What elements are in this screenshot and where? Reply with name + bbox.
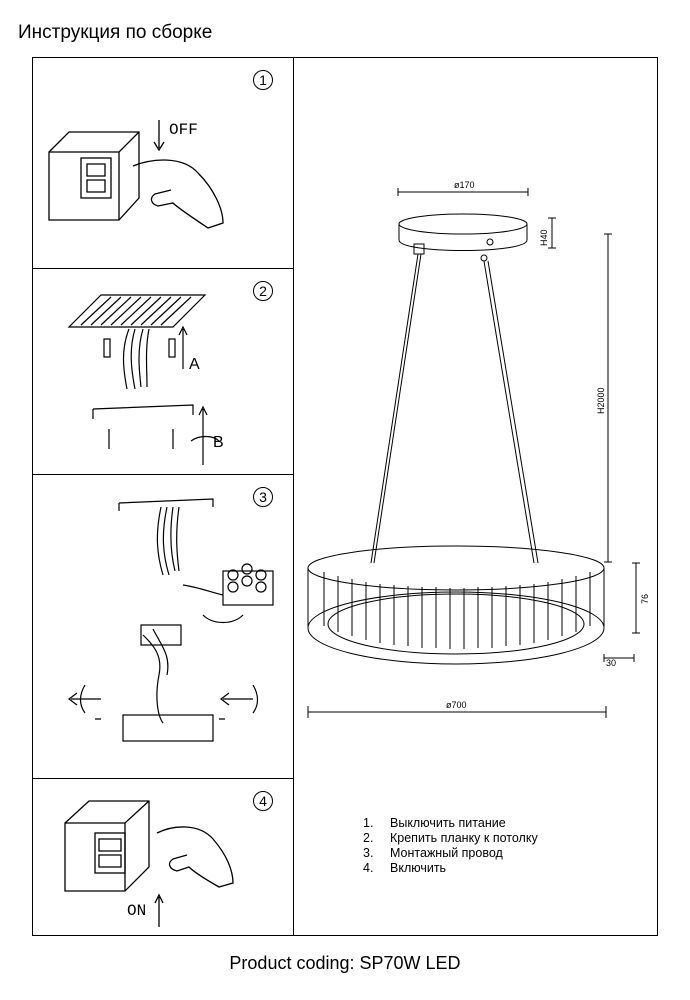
list-item: 4.Включить — [363, 861, 447, 875]
chandelier-dimension-drawing: ø170 H40 H2000 76 30 ø700 — [307, 180, 650, 718]
instructions-list: 1.Выключить питание 2.Крепить планку к п… — [363, 816, 538, 876]
steps-column: OFF 1 A B — [33, 58, 294, 935]
switch-off-illustration: OFF — [48, 120, 224, 229]
step-4-number: 4 — [253, 791, 273, 811]
page-title: Инструкция по сборке — [18, 22, 213, 43]
wiring-illustration — [68, 498, 274, 742]
ceiling-mount-illustration: A B — [67, 294, 224, 465]
instruction-frame: OFF 1 A B — [32, 57, 658, 936]
cable-height-label: H2000 — [596, 387, 606, 414]
off-label: OFF — [169, 121, 198, 139]
list-item: 3.Монтажный провод — [363, 846, 503, 860]
list-item: 1.Выключить питание — [363, 816, 506, 830]
step-2-number: 2 — [253, 281, 273, 301]
step-1-panel: OFF 1 — [33, 58, 293, 269]
switch-on-illustration: ON — [64, 800, 234, 927]
on-label: ON — [127, 902, 146, 920]
ring-width-label: 30 — [606, 658, 616, 668]
label-a: A — [189, 356, 200, 373]
canopy-height-label: H40 — [539, 229, 549, 246]
product-coding-prefix: Product coding: — [229, 953, 355, 973]
step-4-panel: ON 4 — [33, 779, 293, 935]
label-b: B — [213, 434, 224, 451]
step-2-panel: A B 2 — [33, 269, 293, 475]
product-model: SP70W LED — [359, 953, 461, 973]
step-3-panel: 3 — [33, 475, 293, 779]
dimension-drawing-panel: ø170 H40 H2000 76 30 ø700 — [294, 58, 657, 935]
product-coding: Product coding: SP70W LED — [0, 953, 690, 974]
step-1-number: 1 — [253, 70, 273, 90]
list-item: 2.Крепить планку к потолку — [363, 831, 538, 845]
canopy-diameter-label: ø170 — [454, 180, 475, 190]
ring-height-label: 76 — [640, 594, 650, 604]
ring-diameter-label: ø700 — [446, 700, 467, 710]
step-3-number: 3 — [253, 487, 273, 507]
